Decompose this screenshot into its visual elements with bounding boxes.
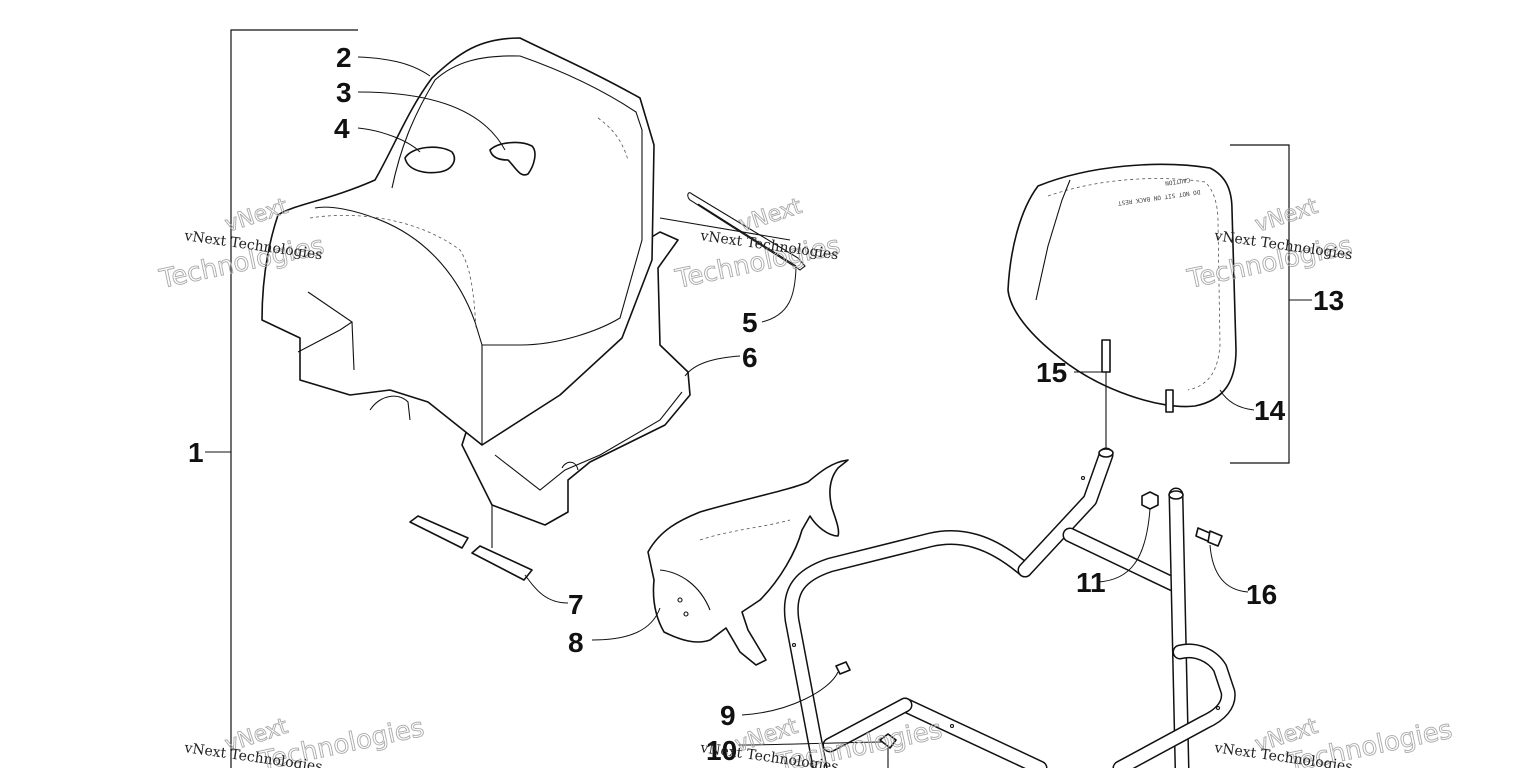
backrest-frame [783,447,1236,768]
callout-5: 5 [742,307,758,338]
watermark-bottom-left: vNext Technologies vNext Technologies [182,712,427,768]
callout-14: 14 [1254,395,1286,426]
bracket-assembly-1 [205,29,358,768]
watermark-bottom-right: vNext Technologies vNext Technologies [1212,714,1455,768]
backrest-pad-part-8 [647,459,849,666]
callout-labels: 1 2 3 4 5 6 7 8 9 10 11 13 14 15 16 [188,42,1344,766]
watermark-word-vnext: vNext [1252,194,1321,238]
callout-9: 9 [720,700,736,731]
headrest-caution-text: CAUTION [1164,176,1190,187]
watermark-top-center: vNext Technologies vNext Technologies [672,194,843,296]
patch-part-3 [489,141,536,176]
callout-15: 15 [1036,357,1067,388]
seat-cushion-part [261,37,655,446]
callout-1: 1 [188,437,204,468]
bracket-assembly-13 [1230,144,1312,464]
callout-7: 7 [568,589,584,620]
patch-part-4 [404,146,456,174]
callout-4: 4 [334,113,350,144]
callout-13: 13 [1313,285,1344,316]
callout-2: 2 [336,42,352,73]
callout-11: 11 [1076,567,1106,598]
bolt-part-16 [1195,527,1223,547]
headrest-part-14: CAUTION DO NOT SIT ON BACK REST [1007,163,1237,413]
velcro-strips-part-7 [409,505,533,581]
strap-part-5 [687,192,806,271]
watermark-word-vnext: vNext [736,194,805,238]
callout-3: 3 [336,77,352,108]
leader-lines [357,56,1255,746]
callout-16: 16 [1246,579,1277,610]
nut-part-11 [1141,491,1159,510]
callout-10: 10 [706,735,737,766]
callout-8: 8 [568,627,584,658]
screw-part-10 [879,733,897,768]
callout-6: 6 [742,342,758,373]
headrest-post-part-15 [1101,339,1111,448]
screw-part-9 [835,661,851,675]
